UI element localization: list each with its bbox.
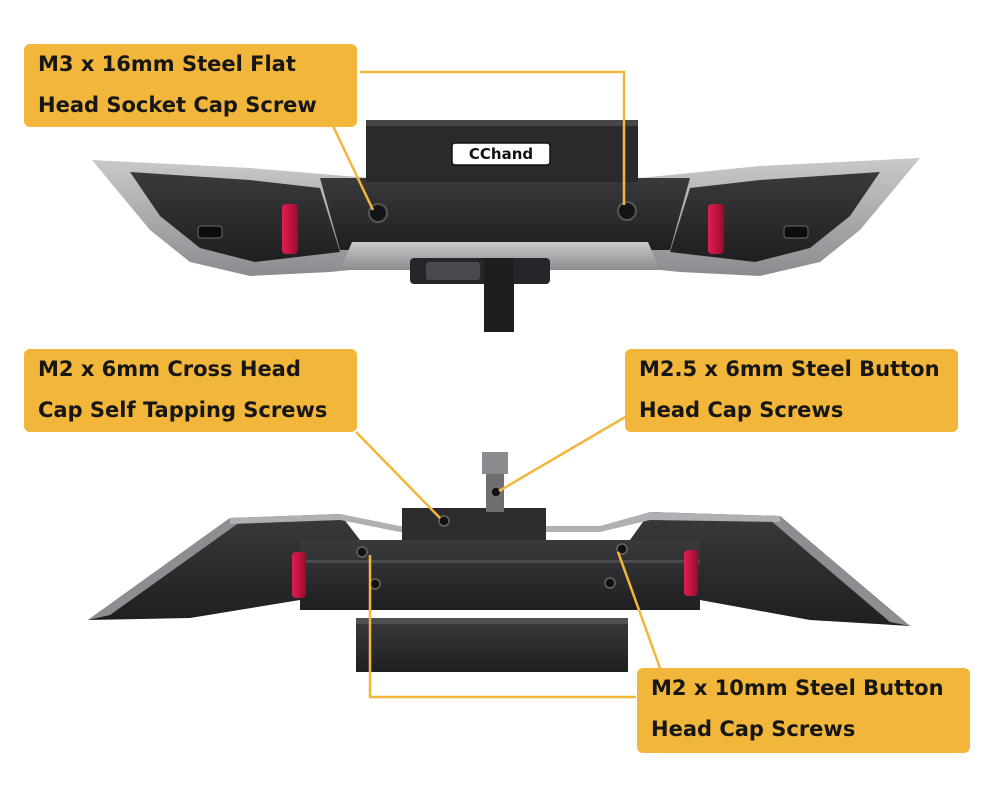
hitch-receiver xyxy=(484,258,514,332)
rear-right-shackle xyxy=(684,550,698,596)
brand-logo-text: CChand xyxy=(468,145,534,163)
bumper-rear-view xyxy=(88,452,910,672)
callout-m2-button-line2: Head Cap Screws xyxy=(651,717,856,741)
screw-right-icon xyxy=(617,201,637,221)
leader-m2-button-right xyxy=(616,551,662,669)
callout-m25-button-head: M2.5 x 6mm Steel Button Head Cap Screws xyxy=(625,349,958,432)
cross-screw-icon xyxy=(438,515,450,527)
callout-m3-line1: M3 x 16mm Steel Flat xyxy=(38,52,296,76)
brand-logo: CChand xyxy=(452,143,550,165)
leader-m2-cross xyxy=(355,431,441,519)
right-shackle xyxy=(708,204,724,254)
callout-m2-cross-line1: M2 x 6mm Cross Head xyxy=(38,357,301,381)
callout-m2-button-line1: M2 x 10mm Steel Button xyxy=(651,676,944,700)
leader-m3-left xyxy=(331,125,375,211)
button-screw-icon xyxy=(490,486,502,498)
bumper-front-view xyxy=(92,120,920,332)
rear-base-plate xyxy=(356,620,628,672)
callout-m3-line2: Head Socket Cap Screw xyxy=(38,93,317,117)
leader-m25 xyxy=(498,414,628,493)
callout-m2-button-head: M2 x 10mm Steel Button Head Cap Screws xyxy=(637,668,970,753)
leader-lines xyxy=(331,70,662,699)
callout-m3-flat-head: M3 x 16mm Steel Flat Head Socket Cap Scr… xyxy=(24,44,357,127)
callout-m25-line1: M2.5 x 6mm Steel Button xyxy=(639,357,940,381)
center-body xyxy=(320,178,690,250)
callout-m25-line2: Head Cap Screws xyxy=(639,398,844,422)
leader-m3-right xyxy=(360,70,626,205)
left-shackle xyxy=(282,204,298,254)
callout-m2-cross-head: M2 x 6mm Cross Head Cap Self Tapping Scr… xyxy=(24,349,357,432)
callout-m2-cross-line2: Cap Self Tapping Screws xyxy=(38,398,328,422)
leader-m2-button-left xyxy=(368,555,636,699)
rear-left-shackle xyxy=(292,552,306,598)
